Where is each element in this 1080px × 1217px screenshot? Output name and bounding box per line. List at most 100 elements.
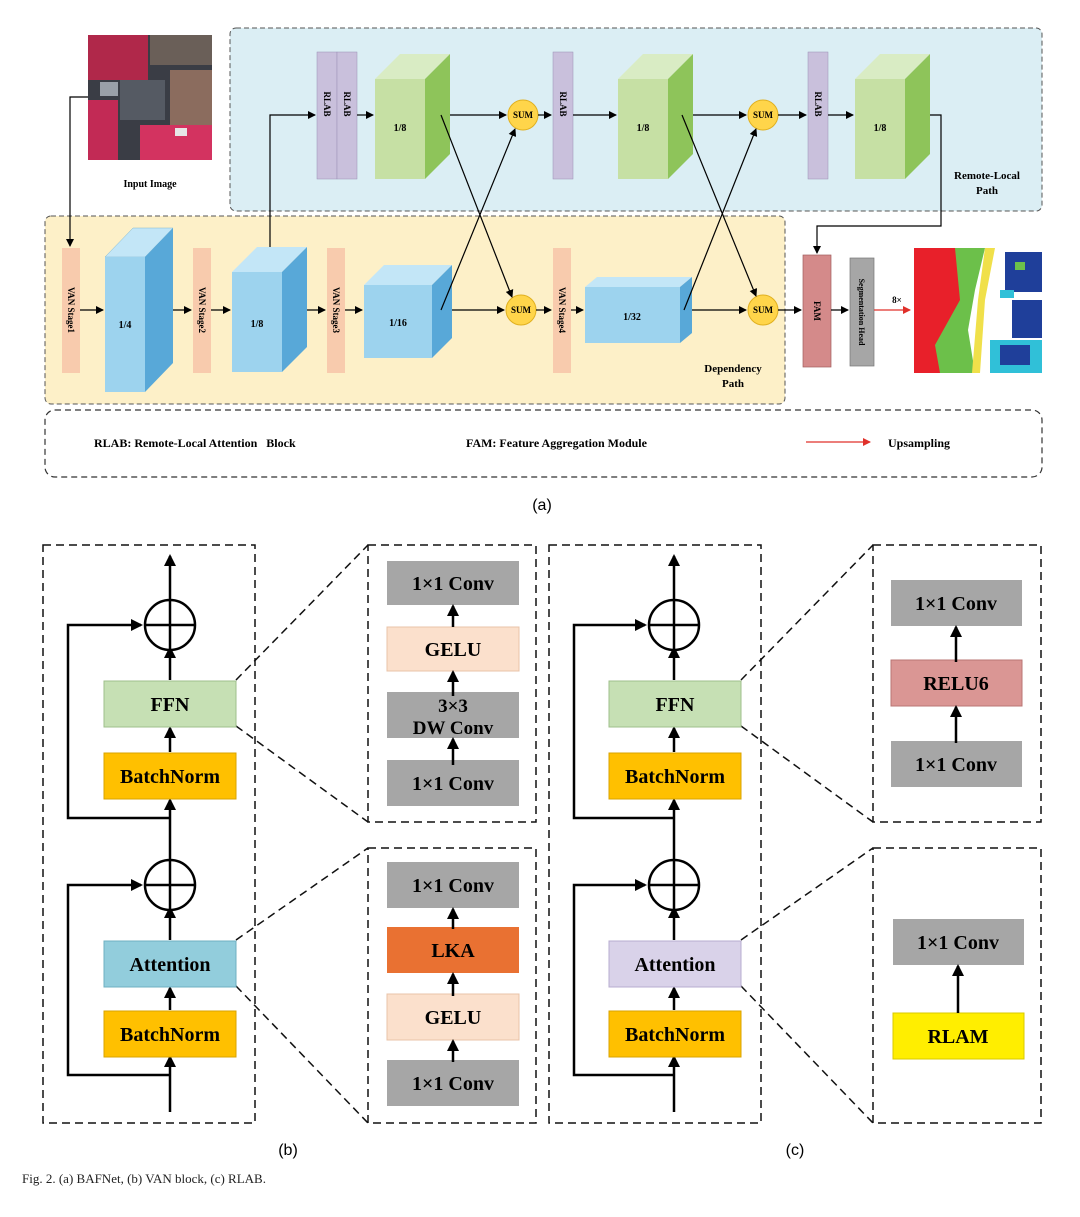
ffn-detail-gelu: GELU	[386, 626, 520, 672]
rlab-ffn-detail-relu6: RELU6	[890, 659, 1023, 707]
svg-text:BatchNorm: BatchNorm	[625, 1024, 725, 1046]
rlab-ffn-detail-conv-top: 1×1 Conv	[891, 580, 1022, 626]
segmentation-head-block: Segmentation Head	[849, 257, 875, 367]
figure-c: FFN BatchNorm Attention BatchNorm 1×1 Co…	[548, 544, 1042, 1159]
svg-text:FFN: FFN	[151, 694, 190, 716]
rlab-block-4: RLAB	[807, 51, 829, 180]
output-segmentation-map	[914, 248, 1042, 373]
svg-text:1/8: 1/8	[251, 319, 264, 330]
rlab-attn-detail-rlam: RLAM	[892, 1012, 1025, 1060]
attn-detail-lka: LKA	[387, 927, 519, 973]
svg-text:Segmentation Head: Segmentation Head	[857, 279, 866, 346]
svg-text:1/8: 1/8	[394, 123, 407, 134]
svg-text:RLAB: RLAB	[322, 91, 332, 116]
attention-detail-frame	[367, 847, 537, 1124]
svg-text:SUM: SUM	[753, 110, 774, 120]
svg-text:RLAB: RLAB	[342, 91, 352, 116]
rlab-block-3: RLAB	[552, 51, 574, 180]
ffn-detail-frame	[367, 544, 537, 823]
svg-text:FAM: FAM	[812, 301, 822, 321]
rlab-batchnorm-block-top: BatchNorm	[608, 752, 742, 800]
svg-text:BatchNorm: BatchNorm	[120, 766, 220, 788]
svg-text:1×1 Conv: 1×1 Conv	[915, 754, 997, 776]
input-image	[88, 35, 212, 160]
svg-text:RELU6: RELU6	[923, 673, 989, 695]
svg-text:1/8: 1/8	[874, 123, 887, 134]
svg-text:GELU: GELU	[425, 1007, 482, 1029]
residual-add-bottom	[143, 858, 197, 912]
feature-cube-1-16: 1/16	[364, 265, 452, 358]
rlab-block-2: RLAB	[336, 51, 358, 180]
van-block-frame	[42, 544, 256, 1124]
rlab-ffn-detail-frame	[872, 544, 1042, 823]
rlab-batchnorm-block-bottom: BatchNorm	[608, 1010, 742, 1058]
svg-text:1/4: 1/4	[119, 320, 132, 331]
svg-text:VAN Stage1: VAN Stage1	[66, 287, 76, 334]
legend-rlab: RLAB: Remote-Local Attention Block	[94, 436, 296, 450]
svg-text:DW Conv: DW Conv	[413, 718, 494, 739]
svg-text:1×1 Conv: 1×1 Conv	[412, 875, 494, 897]
svg-text:1/16: 1/16	[389, 318, 407, 329]
svg-text:1×1 Conv: 1×1 Conv	[412, 573, 494, 595]
input-image-label: Input Image	[123, 179, 177, 190]
feature-cube-1-8: 1/8	[232, 247, 307, 372]
feature-cube-1-32: 1/32	[585, 277, 692, 343]
van-stage-4: VAN Stage4	[553, 248, 571, 373]
sum-node-bottom-2: SUM	[747, 294, 779, 326]
batchnorm-block-top: BatchNorm	[103, 752, 237, 800]
figure-caption: Fig. 2. (a) BAFNet, (b) VAN block, (c) R…	[22, 1171, 266, 1186]
dependency-path-label-line2: Path	[722, 378, 744, 390]
van-stage-2: VAN Stage2	[193, 248, 211, 373]
attn-detail-gelu: GELU	[386, 993, 520, 1041]
svg-text:1/32: 1/32	[623, 312, 641, 323]
svg-text:RLAB: RLAB	[558, 91, 568, 116]
remote-local-path-label-line2: Path	[976, 185, 998, 197]
svg-text:BatchNorm: BatchNorm	[120, 1024, 220, 1046]
van-stage-1: VAN Stage1	[62, 248, 80, 373]
ffn-block: FFN	[103, 680, 237, 728]
figure-a: Input Image VAN Stage1 VAN Stage2 VAN St…	[44, 27, 1043, 514]
remote-cube-1: 1/8	[375, 54, 450, 179]
svg-text:SUM: SUM	[511, 305, 532, 315]
svg-text:SUM: SUM	[513, 110, 534, 120]
figure-b: FFN BatchNorm Attention BatchNorm 1×1 Co…	[42, 544, 537, 1159]
svg-text:GELU: GELU	[425, 639, 482, 661]
svg-text:1×1 Conv: 1×1 Conv	[412, 1073, 494, 1095]
ffn-detail-dwconv: 3×3 DW Conv	[387, 692, 519, 739]
van-stage-3: VAN Stage3	[327, 248, 345, 373]
svg-text:LKA: LKA	[431, 940, 475, 962]
ffn-detail-conv-top: 1×1 Conv	[387, 561, 519, 605]
svg-text:Attention: Attention	[129, 954, 210, 976]
svg-text:VAN Stage4: VAN Stage4	[557, 287, 567, 334]
sublabel-a: (a)	[532, 497, 552, 514]
svg-text:VAN Stage3: VAN Stage3	[331, 287, 341, 334]
svg-text:Attention: Attention	[634, 954, 715, 976]
attn-detail-conv-bottom: 1×1 Conv	[387, 1060, 519, 1106]
residual-add-top	[143, 598, 197, 652]
rlab-frame	[548, 544, 762, 1124]
dependency-path-label-line1: Dependency	[704, 363, 762, 375]
sum-node-bottom-1: SUM	[505, 294, 537, 326]
remote-local-path-label-line1: Remote-Local	[954, 170, 1020, 182]
rlab-attention-block: Attention	[608, 940, 742, 988]
attn-detail-conv-top: 1×1 Conv	[387, 862, 519, 908]
svg-text:RLAB: RLAB	[813, 91, 823, 116]
svg-text:3×3: 3×3	[438, 696, 468, 717]
sum-node-top-2: SUM	[747, 99, 779, 131]
legend-box	[44, 409, 1043, 478]
attention-block: Attention	[103, 940, 237, 988]
sublabel-b: (b)	[278, 1142, 298, 1159]
fam-block: FAM	[802, 254, 832, 368]
rlab-block-1: RLAB	[316, 51, 338, 180]
sublabel-c: (c)	[786, 1142, 805, 1159]
svg-text:VAN Stage2: VAN Stage2	[197, 287, 207, 334]
legend-upsampling: Upsampling	[888, 436, 950, 450]
svg-text:SUM: SUM	[753, 305, 774, 315]
svg-text:FFN: FFN	[656, 694, 695, 716]
upsample-factor: 8×	[892, 295, 902, 305]
rlab-attn-detail-conv: 1×1 Conv	[893, 919, 1024, 965]
rlab-ffn-detail-conv-bottom: 1×1 Conv	[891, 741, 1022, 787]
rlab-attention-detail-frame	[872, 847, 1042, 1124]
svg-text:1/8: 1/8	[637, 123, 650, 134]
legend-fam: FAM: Feature Aggregation Module	[466, 436, 648, 450]
